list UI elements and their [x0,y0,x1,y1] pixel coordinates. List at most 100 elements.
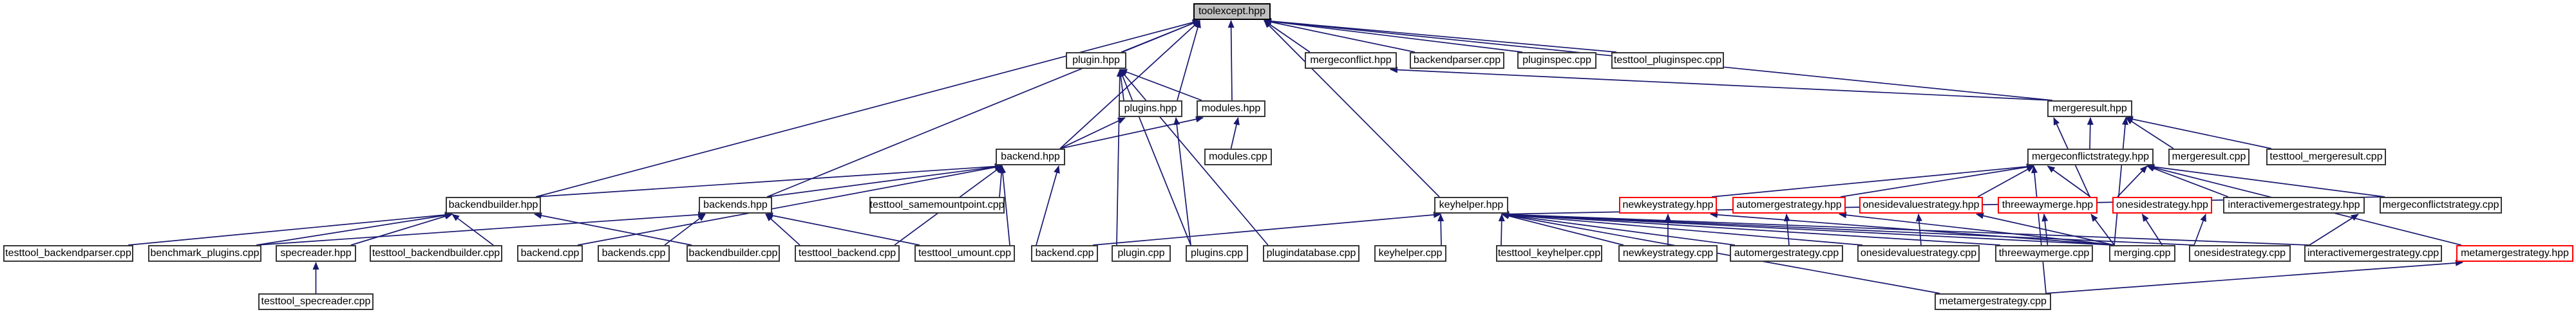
graph-node-modules-cpp[interactable]: modules.cpp [1204,149,1272,165]
edge-threewaymerge-hpp-to-mergeconflictstrategy-hpp [2047,165,2091,197]
graph-node-backendbuilder-hpp[interactable]: backendbuilder.hpp [446,197,541,214]
edge-plugin-cpp-to-plugin-hpp [1116,69,1123,246]
edge-mergeconflictstrategy-cpp-to-mergeconflictstrategy-hpp [2146,163,2385,197]
graph-node-testtool-backendbuilder-cpp[interactable]: testtool_backendbuilder.cpp [370,245,502,262]
edge-backendparser-cpp-to-toolexcept-hpp [1264,19,1416,53]
graph-node-mergeconflictstrategy-cpp[interactable]: mergeconflictstrategy.cpp [2380,197,2502,214]
graph-node-mergeconflictstrategy-hpp[interactable]: mergeconflictstrategy.hpp [2027,149,2154,165]
edge-backends-hpp-to-backend-hpp [766,163,1003,197]
graph-node-backend-hpp[interactable]: backend.hpp [996,149,1065,165]
graph-node-onesidestrategy-hpp[interactable]: onesidestrategy.hpp [2112,197,2212,214]
edge-testtool-backendbuilder-cpp-to-backendbuilder-hpp [451,214,494,246]
graph-node-interactivemergestrategy-cpp[interactable]: interactivemergestrategy.cpp [2304,245,2442,262]
edge-plugins-cpp-to-plugins-hpp [1173,117,1191,246]
edge-testtool-mergeresult-cpp-to-mergeresult-hpp [2125,116,2272,149]
graph-node-merging-cpp[interactable]: merging.cpp [2109,245,2175,262]
edge-testtool-umount-cpp-to-backend-hpp [999,165,1010,246]
graph-node-onesidevaluestrategy-hpp[interactable]: onesidevaluestrategy.hpp [1859,197,1983,214]
graph-node-newkeystrategy-hpp[interactable]: newkeystrategy.hpp [1619,197,1717,214]
graph-node-testtool-specreader-cpp[interactable]: testtool_specreader.cpp [258,293,374,310]
edge-automergestrategy-cpp-to-keyhelper-hpp [1501,212,1736,246]
graph-node-metamergestrategy-hpp[interactable]: metamergestrategy.hpp [2456,245,2573,262]
graph-node-plugins-hpp[interactable]: plugins.hpp [1119,100,1182,117]
edge-backend-cpp-2-to-keyhelper-hpp [1092,211,1441,246]
graph-node-testtool-backend-cpp[interactable]: testtool_backend.cpp [795,245,900,262]
graph-node-threewaymerge-hpp[interactable]: threewaymerge.hpp [1998,197,2098,214]
graph-node-testtool-pluginspec-cpp[interactable]: testtool_pluginspec.cpp [1611,52,1724,69]
graph-node-backendparser-cpp[interactable]: backendparser.cpp [1410,52,1504,69]
graph-node-automergestrategy-cpp[interactable]: automergestrategy.cpp [1730,245,1843,262]
edge-threewaymerge-cpp-to-keyhelper-hpp [1501,211,2001,246]
graph-node-benchmark-plugins-cpp[interactable]: benchmark_plugins.cpp [148,245,261,262]
edge-testtool-keyhelper-cpp-to-keyhelper-hpp [1498,214,1505,246]
edge-backends-cpp-to-backends-hpp [664,214,706,246]
edge-onesidestrategy-hpp-to-mergeconflictstrategy-hpp [2117,165,2148,197]
edge-mergeresult-cpp-to-mergeresult-hpp [2125,117,2174,149]
graph-node-testtool-samemountpoint-cpp[interactable]: testtool_samemountpoint.cpp [869,197,1005,214]
graph-node-onesidestrategy-cpp[interactable]: onesidestrategy.cpp [2189,245,2291,262]
edge-metamergestrategy-cpp-to-metamergestrategy-hpp [2045,259,2463,294]
graph-node-plugindatabase-cpp[interactable]: plugindatabase.cpp [1263,245,1359,262]
edge-mergeresult-hpp-to-mergeconflict-hpp [1390,66,2053,101]
edge-testtool-umount-cpp-to-backends-hpp [765,212,920,246]
graph-node-testtool-umount-cpp[interactable]: testtool_umount.cpp [914,245,1015,262]
edge-plugins-hpp-to-toolexcept-hpp [1177,20,1201,101]
edge-onesidevaluestrategy-cpp-to-keyhelper-hpp [1501,211,1863,246]
edge-modules-hpp-to-toolexcept-hpp [1227,20,1235,101]
graph-node-specreader-hpp[interactable]: specreader.hpp [276,245,356,262]
edge-backend-hpp-to-toolexcept-hpp [1059,20,1200,149]
graph-node-automergestrategy-hpp[interactable]: automergestrategy.hpp [1732,197,1846,214]
edge-keyhelper-hpp-to-toolexcept-hpp [1264,20,1440,197]
edge-backends-hpp-to-toolexcept-hpp [766,20,1200,197]
edge-specreader-hpp-to-backendbuilder-hpp [350,213,453,246]
edge-pluginspec-cpp-to-toolexcept-hpp [1264,18,1523,53]
edge-interactivemergestrategy-hpp-to-mergeconflictstrategy-hpp [2146,165,2229,197]
edges-group [128,18,2463,294]
graph-node-backends-hpp[interactable]: backends.hpp [699,197,772,214]
graph-node-testtool-mergeresult-cpp[interactable]: testtool_mergeresult.cpp [2266,149,2386,165]
edge-merging-cpp-to-mergeresult-hpp [2114,117,2128,246]
graph-node-backend-cpp-1[interactable]: backend.cpp [517,245,583,262]
graph-node-backendbuilder-cpp[interactable]: backendbuilder.cpp [687,245,780,262]
graph-node-plugins-cpp[interactable]: plugins.cpp [1186,245,1248,262]
graph-node-metamergestrategy-cpp[interactable]: metamergestrategy.cpp [1935,293,2051,310]
edge-onesidevaluestrategy-cpp-to-onesidevaluestrategy-hpp [1915,214,1922,246]
edge-plugindatabase-cpp-to-plugin-hpp [1119,69,1269,246]
edge-testtool-samemountpoint-cpp-to-backend-hpp [998,165,1005,197]
graph-node-mergeresult-hpp[interactable]: mergeresult.hpp [2047,100,2132,117]
edge-testtool-backend-cpp-to-backends-hpp [765,214,800,246]
edge-benchmark-plugins-cpp-to-backends-hpp [256,211,706,246]
graph-node-interactivemergestrategy-hpp[interactable]: interactivemergestrategy.hpp [2223,197,2365,214]
edge-backendbuilder-hpp-to-backend-hpp [535,163,1003,197]
graph-node-mergeresult-cpp[interactable]: mergeresult.cpp [2168,149,2249,165]
graph-node-keyhelper-hpp[interactable]: keyhelper.hpp [1434,197,1508,214]
graph-node-plugin-hpp[interactable]: plugin.hpp [1066,52,1126,69]
edge-backend-hpp-to-plugins-hpp [1059,117,1126,149]
edge-testtool-backendparser-cpp-to-backendbuilder-hpp [128,212,453,246]
graph-node-threewaymerge-cpp[interactable]: threewaymerge.cpp [1995,245,2093,262]
edge-benchmark-plugins-cpp-to-backendbuilder-hpp [256,212,453,246]
graph-node-keyhelper-cpp[interactable]: keyhelper.cpp [1374,245,1446,262]
graph-node-testtool-keyhelper-cpp[interactable]: testtool_keyhelper.cpp [1496,245,1602,262]
graph-node-backends-cpp[interactable]: backends.cpp [598,245,670,262]
edge-onesidevaluestrategy-hpp-to-mergeconflictstrategy-hpp [1977,165,2034,197]
graph-node-plugin-cpp[interactable]: plugin.cpp [1112,245,1171,262]
graph-node-backend-cpp-2[interactable]: backend.cpp [1031,245,1098,262]
graph-node-testtool-backendparser-cpp[interactable]: testtool_backendparser.cpp [3,245,133,262]
graph-node-pluginspec-cpp[interactable]: pluginspec.cpp [1517,52,1596,69]
edge-threewaymerge-cpp-to-threewaymerge-hpp [2041,214,2049,246]
edge-metamergestrategy-cpp-to-keyhelper-hpp [1501,212,1940,294]
edge-automergestrategy-cpp-to-automergestrategy-hpp [1783,214,1790,246]
edge-backend-hpp-to-modules-hpp [1059,116,1204,149]
edge-merging-cpp-to-automergestrategy-hpp [1839,212,2115,246]
edge-merging-cpp-to-threewaymerge-hpp [2090,214,2115,246]
graph-node-onesidevaluestrategy-cpp[interactable]: onesidevaluestrategy.cpp [1857,245,1980,262]
graph-node-mergeconflict-hpp[interactable]: mergeconflict.hpp [1305,52,1397,69]
edge-mergeconflict-hpp-to-toolexcept-hpp [1264,20,1311,53]
graph-node-newkeystrategy-cpp[interactable]: newkeystrategy.cpp [1618,245,1718,262]
edge-merging-cpp-to-keyhelper-hpp [1501,211,2115,246]
edge-newkeystrategy-hpp-to-mergeconflictstrategy-hpp [1711,163,2034,197]
edge-interactivemergestrategy-cpp-to-interactivemergestrategy-hpp [2309,214,2359,246]
graph-node-modules-hpp[interactable]: modules.hpp [1197,100,1265,117]
